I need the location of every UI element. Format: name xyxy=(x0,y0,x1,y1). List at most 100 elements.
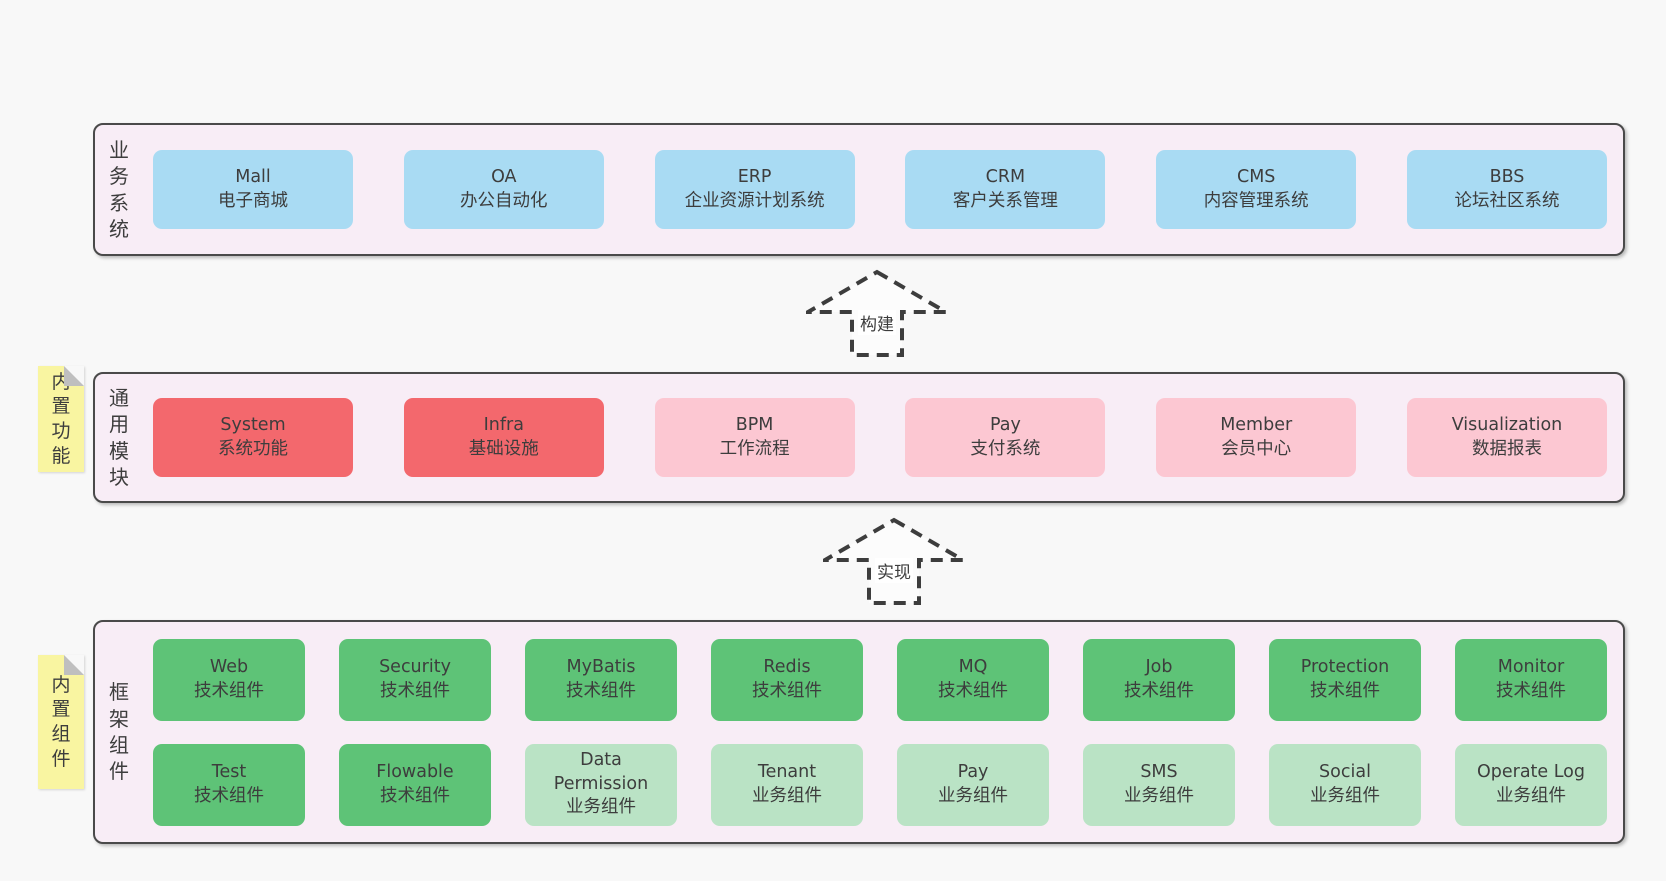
box-desc: 基础设施 xyxy=(468,438,539,459)
box-desc: 技术组件 xyxy=(566,680,636,701)
sticky-note-built-in-components: 内置组件 xyxy=(38,655,84,789)
panel-label-modules: 通用模块 xyxy=(101,374,137,501)
box-name: MyBatis xyxy=(566,656,636,677)
box-web: Web 技术组件 xyxy=(153,638,305,721)
box-name: OA xyxy=(491,166,517,187)
box-desc: 技术组件 xyxy=(752,680,822,701)
arrow-build-label: 构建 xyxy=(858,310,896,335)
sticky-note-built-in-functions: 内置功能 xyxy=(38,366,84,472)
sticky-note-text: 内置功能 xyxy=(51,370,71,467)
box-name: Test xyxy=(211,761,247,782)
box-crm: CRM 客户关系管理 xyxy=(905,150,1106,229)
box-desc: 业务组件 xyxy=(1310,785,1380,806)
framework-row-1: Web 技术组件 Security 技术组件 MyBatis 技术组件 Redi… xyxy=(153,638,1607,721)
box-name: Pay xyxy=(989,414,1021,435)
box-name: Tenant xyxy=(757,761,817,782)
framework-boxes: Web 技术组件 Security 技术组件 MyBatis 技术组件 Redi… xyxy=(153,622,1607,842)
box-social: Social 业务组件 xyxy=(1269,743,1421,826)
box-desc: 业务组件 xyxy=(566,797,636,818)
box-name: Flowable xyxy=(376,761,454,782)
box-name: MQ xyxy=(958,656,988,677)
box-pay-component: Pay 业务组件 xyxy=(897,743,1049,826)
box-desc: 论坛社区系统 xyxy=(1454,190,1560,211)
box-erp: ERP 企业资源计划系统 xyxy=(654,150,855,229)
box-desc: 技术组件 xyxy=(194,680,264,701)
business-boxes: Mall 电子商城 OA 办公自动化 ERP 企业资源计划系统 CRM 客户关系… xyxy=(153,125,1607,254)
sticky-note-text: 内置组件 xyxy=(51,673,71,770)
box-tenant: Tenant 业务组件 xyxy=(711,743,863,826)
box-desc: 支付系统 xyxy=(970,438,1041,459)
module-boxes: System 系统功能 Infra 基础设施 BPM 工作流程 Pay 支付系统… xyxy=(153,374,1607,501)
box-name: Monitor xyxy=(1497,656,1565,677)
box-desc: 企业资源计划系统 xyxy=(684,190,825,211)
box-name: Visualization xyxy=(1451,414,1563,435)
box-desc: 技术组件 xyxy=(1310,680,1380,701)
box-desc: 技术组件 xyxy=(1496,680,1566,701)
box-desc: 会员中心 xyxy=(1221,438,1292,459)
box-name: BBS xyxy=(1489,166,1525,187)
box-bpm: BPM 工作流程 xyxy=(654,398,855,477)
box-name: CRM xyxy=(985,166,1026,187)
panel-label-framework: 框架组件 xyxy=(101,622,137,842)
box-desc: 业务组件 xyxy=(1124,785,1194,806)
arrow-build: 构建 xyxy=(806,268,948,358)
box-infra: Infra 基础设施 xyxy=(403,398,604,477)
box-cms: CMS 内容管理系统 xyxy=(1156,150,1357,229)
box-mq: MQ 技术组件 xyxy=(897,638,1049,721)
box-desc: 内容管理系统 xyxy=(1203,190,1309,211)
box-name: Job xyxy=(1145,656,1173,677)
box-name: BPM xyxy=(735,414,774,435)
box-name: Security xyxy=(379,656,451,677)
box-desc: 客户关系管理 xyxy=(952,190,1058,211)
box-member: Member 会员中心 xyxy=(1156,398,1357,477)
box-test: Test 技术组件 xyxy=(153,743,305,826)
box-name: Redis xyxy=(763,656,811,677)
box-desc: 技术组件 xyxy=(938,680,1008,701)
box-desc: 工作流程 xyxy=(719,438,790,459)
box-job: Job 技术组件 xyxy=(1083,638,1235,721)
framework-row-2: Test 技术组件 Flowable 技术组件 Data Permission … xyxy=(153,743,1607,826)
box-desc: 系统功能 xyxy=(218,438,288,459)
box-name: Member xyxy=(1220,414,1293,435)
box-pay-system: Pay 支付系统 xyxy=(905,398,1106,477)
box-name: Web xyxy=(209,656,249,677)
box-system: System 系统功能 xyxy=(153,398,353,477)
box-name: Social xyxy=(1319,761,1371,782)
box-sms: SMS 业务组件 xyxy=(1083,743,1235,826)
box-flowable: Flowable 技术组件 xyxy=(339,743,491,826)
box-name: Protection xyxy=(1300,656,1390,677)
panel-label-text: 通用模块 xyxy=(109,385,129,489)
box-monitor: Monitor 技术组件 xyxy=(1455,638,1607,721)
panel-business-systems: 业务系统 Mall 电子商城 OA 办公自动化 ERP 企业资源计划系统 CRM… xyxy=(93,123,1625,256)
box-desc: 数据报表 xyxy=(1471,438,1542,459)
box-name: Operate Log xyxy=(1476,761,1586,782)
box-security: Security 技术组件 xyxy=(339,638,491,721)
box-name: Pay xyxy=(957,761,989,782)
box-desc: 技术组件 xyxy=(380,785,450,806)
box-mall: Mall 电子商城 xyxy=(153,150,353,229)
box-desc: 技术组件 xyxy=(380,680,450,701)
panel-label-text: 框架组件 xyxy=(109,680,129,784)
box-operate-log: Operate Log 业务组件 xyxy=(1455,743,1607,826)
box-name: Data Permission xyxy=(553,750,649,794)
box-name: Mall xyxy=(235,166,271,187)
box-name: ERP xyxy=(737,166,772,187)
box-oa: OA 办公自动化 xyxy=(403,150,604,229)
box-desc: 技术组件 xyxy=(1124,680,1194,701)
box-desc: 电子商城 xyxy=(218,190,288,211)
box-desc: 业务组件 xyxy=(1496,785,1566,806)
box-name: CMS xyxy=(1236,166,1276,187)
box-name: System xyxy=(220,414,286,435)
box-mybatis: MyBatis 技术组件 xyxy=(525,638,677,721)
box-protection: Protection 技术组件 xyxy=(1269,638,1421,721)
panel-framework-components: 框架组件 Web 技术组件 Security 技术组件 MyBatis 技术组件… xyxy=(93,620,1625,844)
box-redis: Redis 技术组件 xyxy=(711,638,863,721)
box-desc: 业务组件 xyxy=(938,785,1008,806)
box-name: Infra xyxy=(483,414,524,435)
box-data-permission: Data Permission 业务组件 xyxy=(525,743,677,826)
panel-label-business: 业务系统 xyxy=(101,125,137,254)
box-bbs: BBS 论坛社区系统 xyxy=(1406,150,1607,229)
box-desc: 业务组件 xyxy=(752,785,822,806)
panel-common-modules: 通用模块 System 系统功能 Infra 基础设施 BPM 工作流程 Pay… xyxy=(93,372,1625,503)
box-visualization: Visualization 数据报表 xyxy=(1406,398,1607,477)
